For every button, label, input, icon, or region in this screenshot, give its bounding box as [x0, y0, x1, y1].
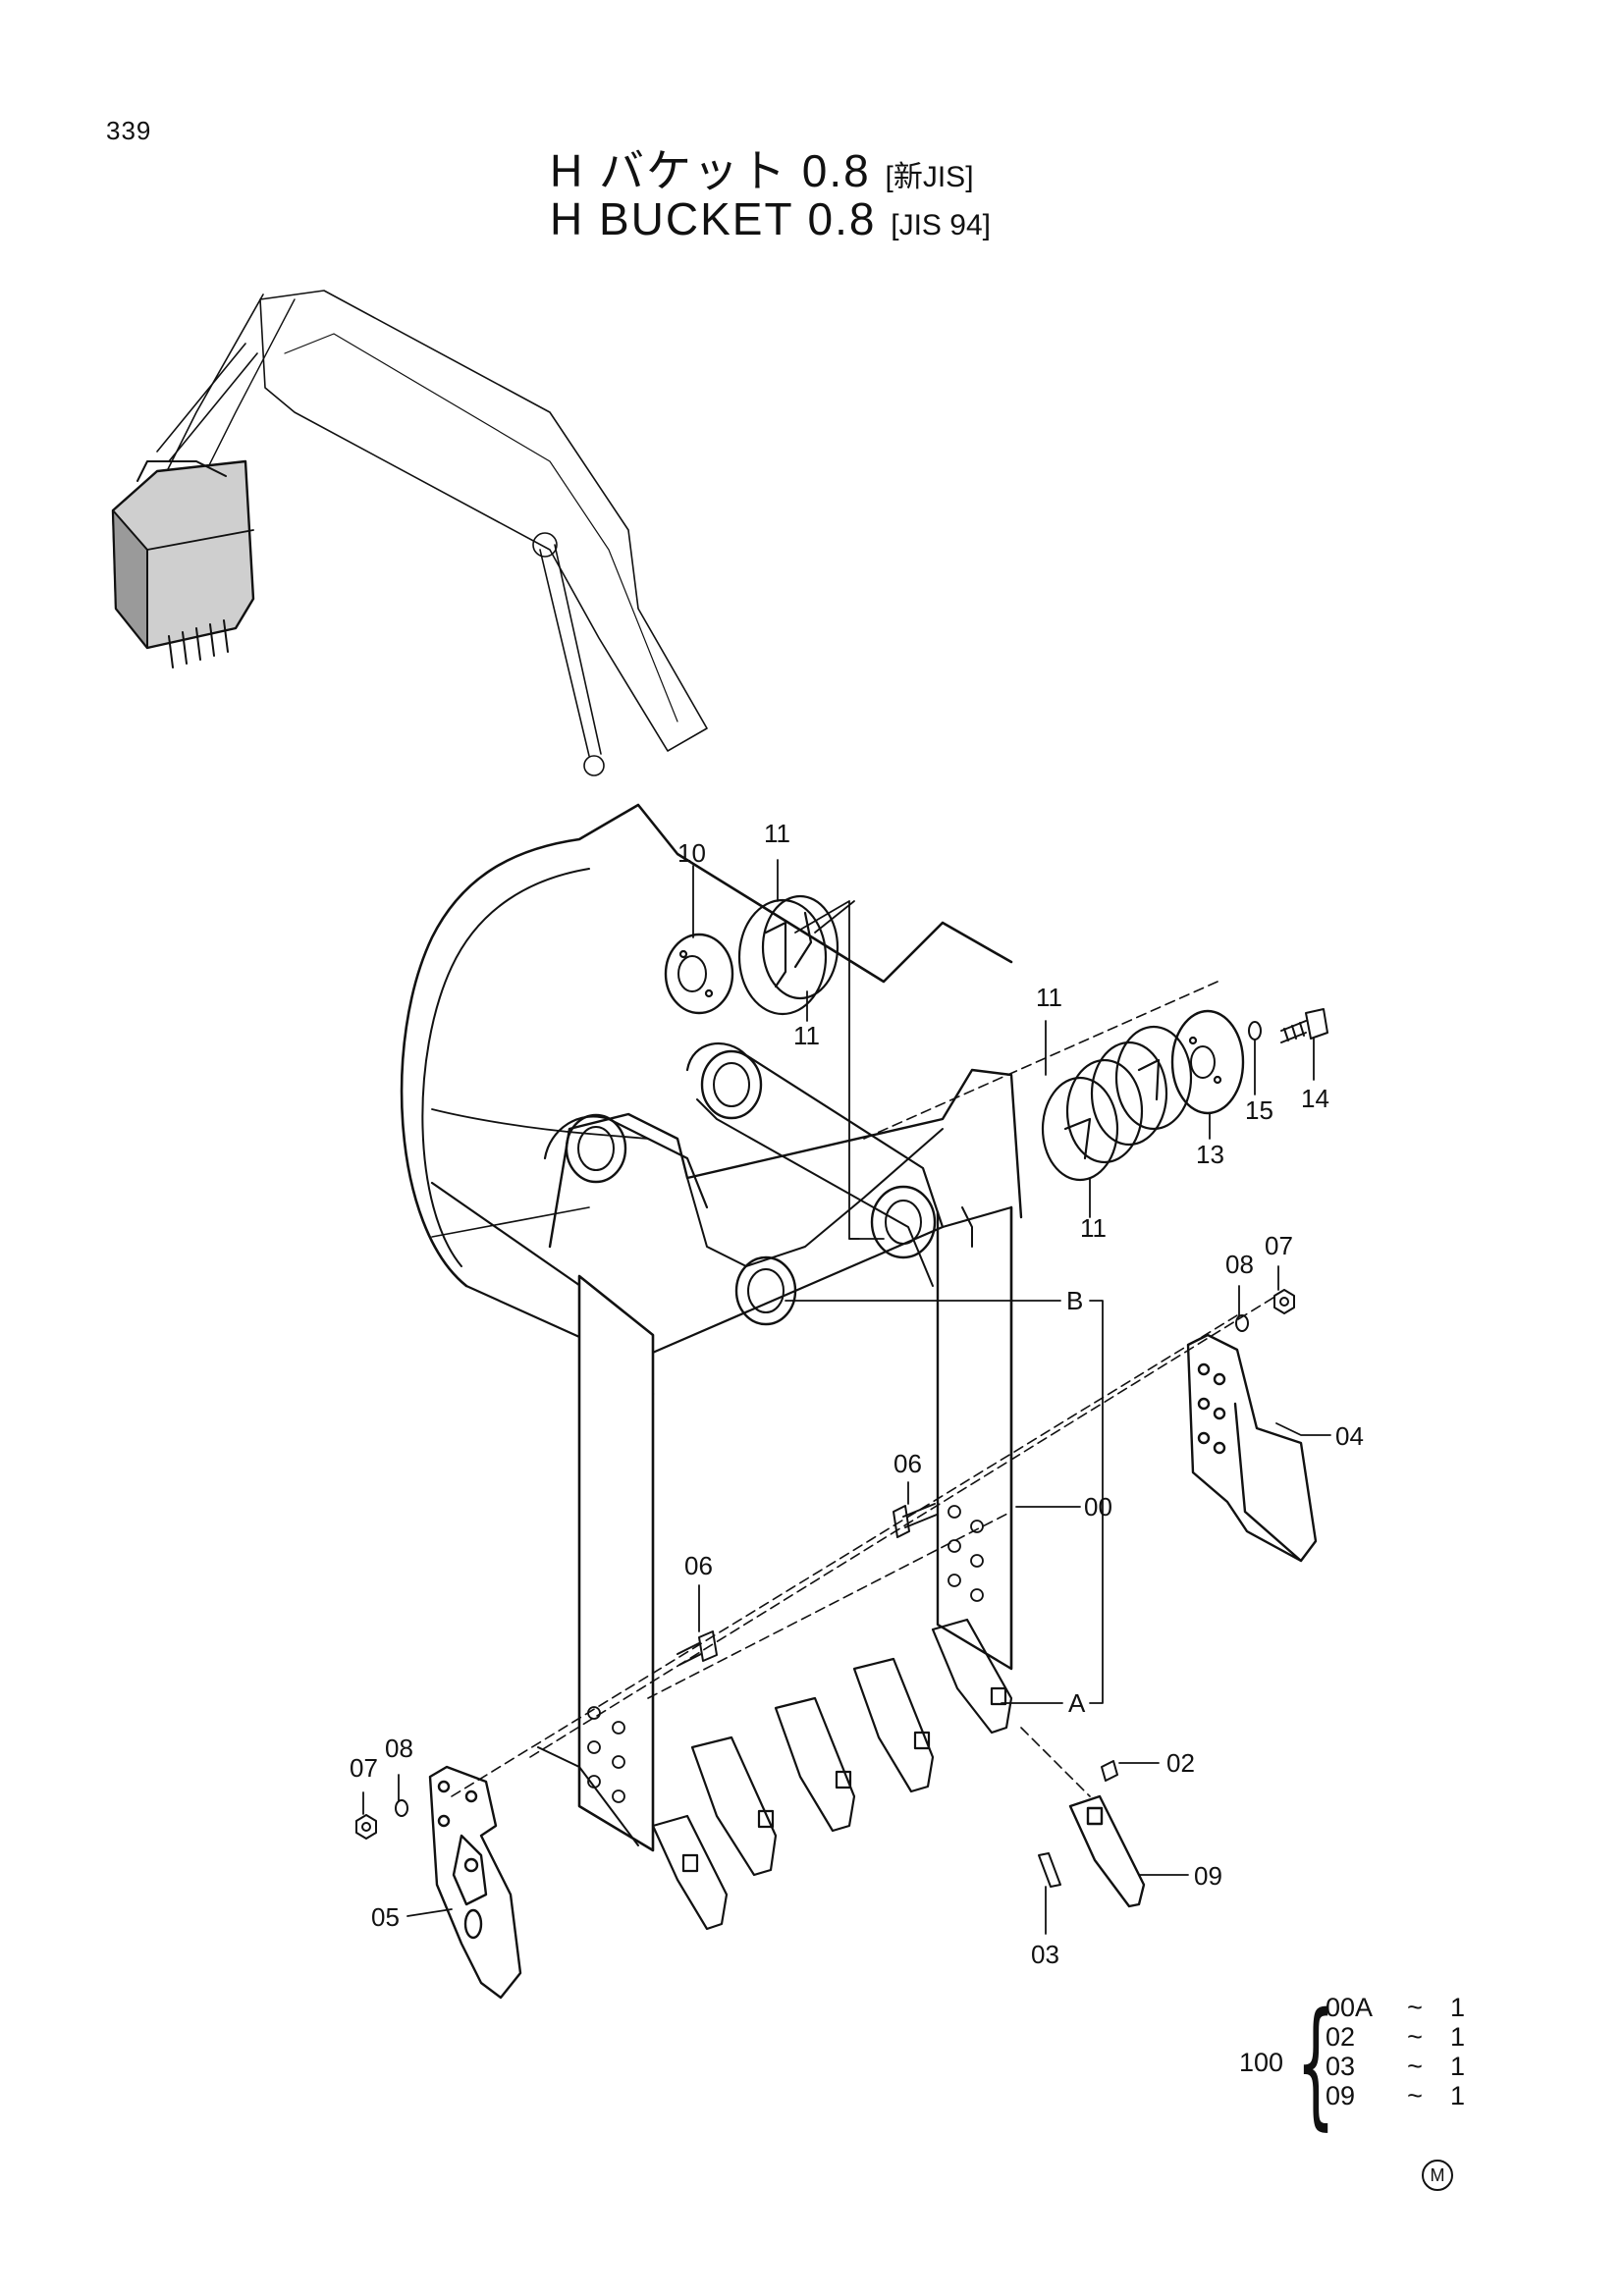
shims-11-left [737, 894, 839, 1016]
callout-04: 04 [1335, 1421, 1364, 1451]
side-cutter-05 [428, 1765, 522, 2000]
callout-09: 09 [1194, 1861, 1222, 1891]
kit-part: 09 [1326, 2081, 1356, 2110]
kit-qty: 1 [1449, 2022, 1465, 2052]
kit-sep: ~ [1407, 2052, 1423, 2081]
kit-part: 03 [1326, 2052, 1356, 2081]
kit-part: 02 [1326, 2022, 1356, 2052]
callout-07-left: 07 [350, 1753, 378, 1783]
callout-07-right: 07 [1265, 1231, 1293, 1260]
washer-15 [1248, 1021, 1262, 1041]
callout-00: 00 [1084, 1492, 1112, 1522]
bolt-06-lower [677, 1630, 718, 1666]
callout-05: 05 [371, 1902, 400, 1932]
kit-qty: 1 [1449, 2052, 1465, 2081]
bucket-teeth-09 [651, 1618, 1013, 1931]
callout-11-top: 11 [764, 819, 790, 848]
callout-08-right: 08 [1225, 1250, 1254, 1279]
nut-07-right [1273, 1289, 1295, 1314]
kit-qty: 1 [1449, 1993, 1465, 2022]
nut-07-left [355, 1814, 377, 1840]
overview-bucket-teeth [168, 619, 229, 668]
callout-A: A [1068, 1688, 1086, 1718]
callout-06-lower: 06 [684, 1551, 713, 1580]
assembly-lines [451, 981, 1277, 1797]
title-japanese-main: H バケット 0.8 [550, 145, 871, 196]
kit-label: 100 [1239, 2048, 1284, 2077]
callout-13: 13 [1196, 1140, 1224, 1169]
title-english: H BUCKET 0.8 [JIS 94] [550, 192, 991, 245]
kit-sep: ~ [1407, 2081, 1423, 2110]
washer-08-right [1235, 1314, 1249, 1332]
circled-m-mark: M [1422, 2160, 1453, 2191]
title-english-bracket: [JIS 94] [891, 209, 991, 241]
title-japanese: H バケット 0.8 [新JIS] [550, 135, 974, 200]
side-plate-holes-right [947, 1505, 984, 1602]
kit-row: 00A ~ 1 [1326, 1993, 1465, 2022]
kit-row: 02 ~ 1 [1326, 2022, 1465, 2052]
callout-10: 10 [677, 838, 706, 868]
kit-row: 03 ~ 1 [1326, 2052, 1465, 2081]
callout-11-right-bottom: 11 [1080, 1213, 1107, 1243]
bucket-body-00 [400, 803, 1023, 1852]
callout-08-left: 08 [385, 1734, 413, 1763]
lock-02 [1101, 1760, 1118, 1782]
page-number: 339 [106, 116, 152, 145]
pin-03 [1038, 1852, 1061, 1888]
kit-brace: { [1296, 1984, 1336, 2144]
callout-03: 03 [1031, 1940, 1059, 1969]
callout-11-right-top: 11 [1036, 983, 1062, 1012]
title-japanese-bracket: [新JIS] [885, 161, 974, 193]
leader-lines [362, 859, 1331, 1935]
kit-row: 09 ~ 1 [1326, 2081, 1465, 2110]
tooth-09-detail [1068, 1794, 1146, 1908]
callout-labels: 10 11 11 11 11 13 14 15 07 08 B 04 06 00… [350, 819, 1364, 1969]
kit-rows: 00A ~ 1 02 ~ 1 03 ~ 1 09 ~ 1 [1326, 1993, 1465, 2110]
kit-sep: ~ [1407, 2022, 1423, 2052]
kit-part: 00A [1326, 1993, 1374, 2022]
bolt-06-upper [893, 1503, 938, 1538]
shims-11-right [1041, 1025, 1193, 1182]
plate-10 [664, 933, 734, 1015]
callout-B: B [1066, 1286, 1083, 1315]
side-cutter-04 [1186, 1333, 1318, 1563]
title-english-main: H BUCKET 0.8 [550, 193, 877, 244]
callout-14: 14 [1301, 1084, 1329, 1113]
washer-08-left [395, 1799, 408, 1817]
callout-02: 02 [1166, 1748, 1195, 1778]
callout-15: 15 [1245, 1095, 1273, 1125]
callout-11-mid: 11 [793, 1021, 820, 1050]
kit-qty: 1 [1449, 2081, 1465, 2110]
kit-sep: ~ [1407, 1993, 1423, 2022]
callout-06-upper: 06 [893, 1449, 922, 1478]
bolt-14 [1280, 1008, 1328, 1043]
excavator-overview-illustration [111, 290, 708, 776]
plate-13 [1170, 1009, 1245, 1115]
